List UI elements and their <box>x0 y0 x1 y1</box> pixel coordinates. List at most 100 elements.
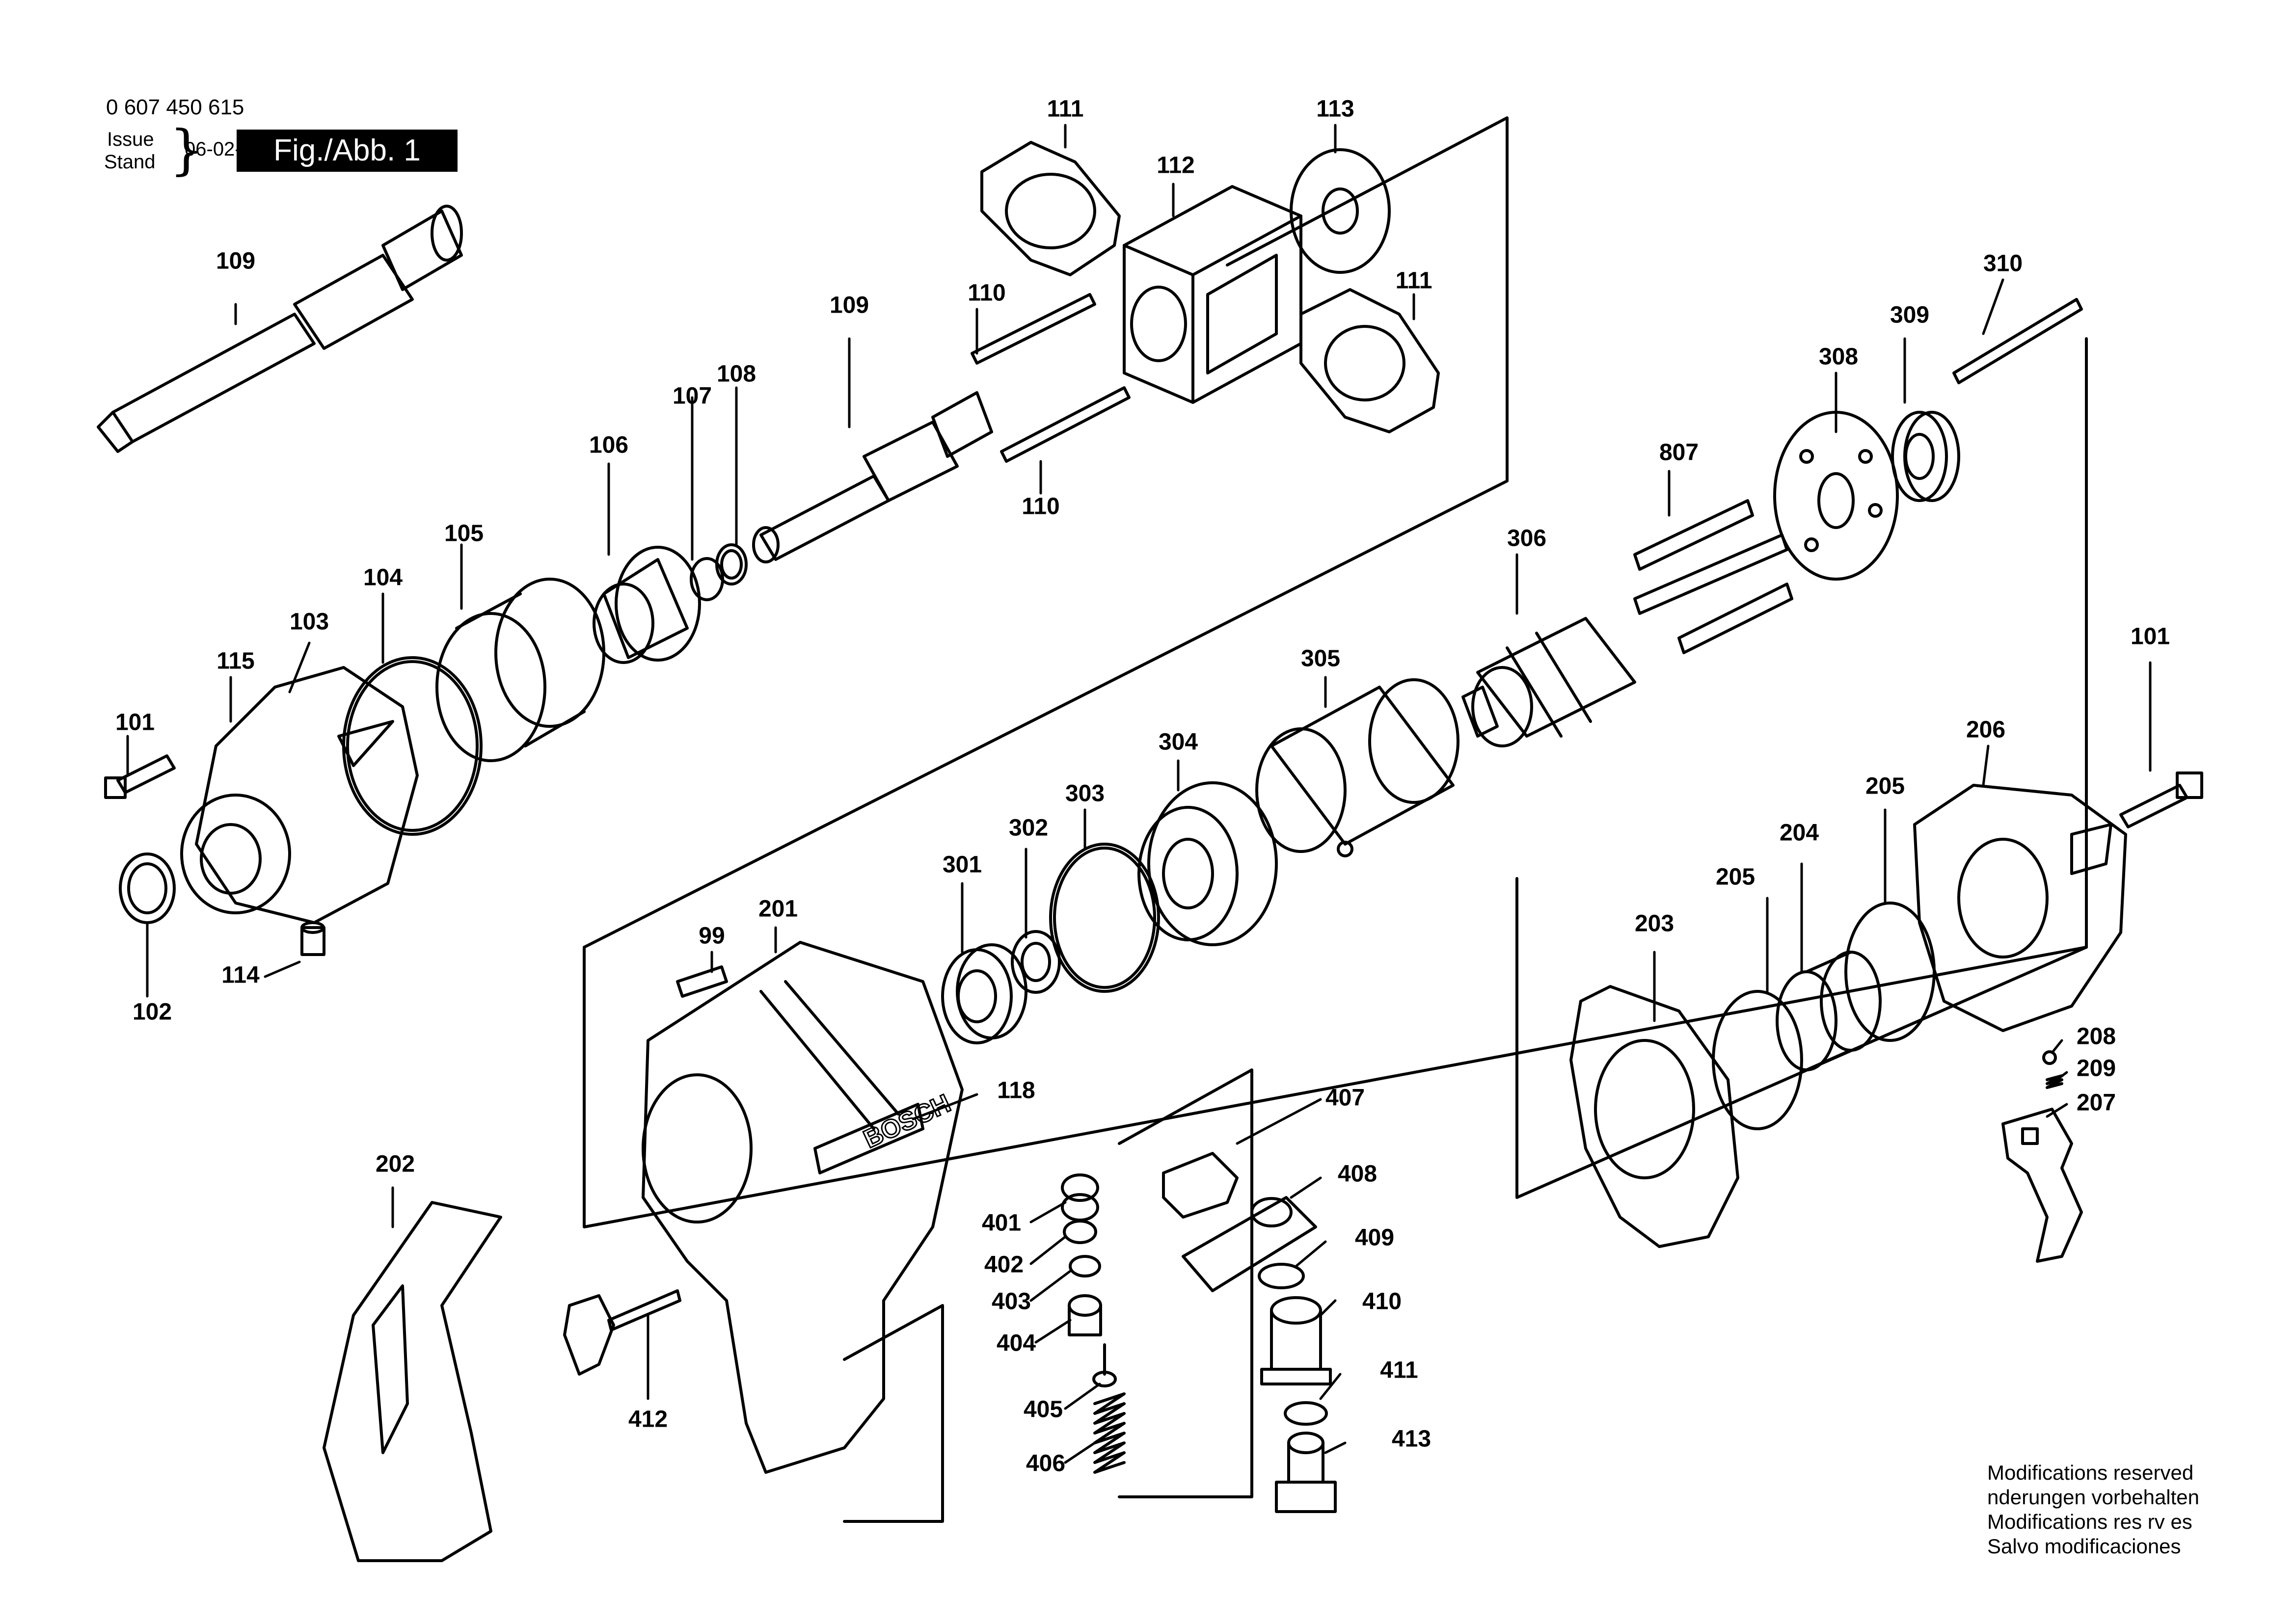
frame-upper-right <box>583 116 1509 949</box>
part-label: 115 <box>216 648 254 674</box>
screw-101-right <box>2119 772 2203 828</box>
leader-lines <box>126 124 2152 1464</box>
frame-valve-left <box>843 1304 944 1523</box>
exhaust-plate-408 <box>1182 1196 1317 1292</box>
washer-403 <box>1069 1255 1101 1277</box>
part-label: 411 <box>1380 1357 1418 1384</box>
washer-302 <box>1011 930 1061 994</box>
part-label: 101 <box>115 710 155 736</box>
part-label: 204 <box>1780 820 1819 846</box>
part-label: 110 <box>1022 494 1059 520</box>
part-label: 201 <box>758 896 798 922</box>
front-end-plate-304 <box>1137 781 1278 946</box>
part-label: 114 <box>221 962 260 988</box>
o-ring-205-left <box>1712 990 1803 1130</box>
o-ring-303 <box>1049 843 1160 993</box>
reverse-valve-204 <box>1776 951 1882 1071</box>
rear-end-plate-308 <box>1773 411 1899 581</box>
hammer-pin-lower <box>1000 386 1131 463</box>
part-label: 101 <box>2131 624 2170 650</box>
part-label: 205 <box>1716 864 1755 890</box>
label-plate-99 <box>676 965 728 998</box>
figure-label: Fig./Abb. 1 <box>237 130 458 172</box>
issue-label: Issue <box>107 129 154 150</box>
part-label: 205 <box>1865 773 1905 799</box>
spring-406 <box>1093 1392 1126 1474</box>
motor-pin-310 <box>1952 298 2083 384</box>
document-number: 0 607 450 615 <box>106 95 244 119</box>
rotor-306 <box>1461 617 1636 747</box>
notice-line: Modifications res rv es <box>1987 1510 2192 1533</box>
frame-motor <box>583 337 2088 1228</box>
part-label: 109 <box>216 248 255 274</box>
notice-line: Modifications reserved <box>1987 1461 2194 1484</box>
brace-glyph: } <box>169 118 204 181</box>
part-label: 113 <box>1316 96 1354 122</box>
part-label: 207 <box>2077 1090 2116 1116</box>
part-label: 306 <box>1507 526 1546 552</box>
part-label: 303 <box>1065 781 1105 807</box>
rotor-vanes-807 <box>1633 499 1793 654</box>
part-label: 301 <box>943 852 982 878</box>
notice-line: Salvo modificaciones <box>1987 1535 2181 1558</box>
thrust-washer <box>1290 148 1391 274</box>
valve-seat-401 <box>1061 1173 1099 1222</box>
part-label: 108 <box>717 361 756 387</box>
trigger-412 <box>563 1289 681 1376</box>
seal-102 <box>119 852 176 924</box>
frame-end-cap <box>1515 877 2088 1199</box>
o-ring-409 <box>1258 1263 1305 1289</box>
part-label: 410 <box>1362 1289 1402 1315</box>
part-label: 309 <box>1890 302 1929 328</box>
reverse-lever-207 <box>2001 1108 2083 1263</box>
handle-grip-202 <box>323 1201 502 1562</box>
motor-housing-201 <box>642 941 964 1474</box>
part-label: 402 <box>984 1252 1024 1278</box>
part-label: 202 <box>376 1151 415 1177</box>
o-ring-402 <box>1063 1220 1097 1244</box>
part-label: 107 <box>673 383 712 409</box>
deflector-407 <box>1162 1152 1239 1219</box>
cylinder-305 <box>1255 678 1459 857</box>
hammer-cage-block <box>1123 185 1302 404</box>
part-label: 208 <box>2077 1024 2116 1050</box>
frame-valve-right <box>1118 1068 1253 1498</box>
ball-208 <box>2042 1050 2057 1065</box>
end-cap-206 <box>1913 784 2127 1032</box>
part-label: 104 <box>363 565 403 591</box>
part-label: 203 <box>1635 911 1674 937</box>
part-label: 405 <box>1024 1397 1063 1423</box>
part-label: 304 <box>1159 729 1198 755</box>
spindle-anvil-upper <box>97 205 463 453</box>
part-label: 413 <box>1392 1426 1431 1452</box>
part-label: 111 <box>1396 268 1432 294</box>
bushing-106 <box>593 546 701 664</box>
stand-label: Stand <box>104 151 156 173</box>
rear-bearing-309 <box>1891 411 1960 502</box>
screw-101-left <box>104 754 176 799</box>
part-label: 106 <box>589 432 628 458</box>
part-label: 111 <box>1047 96 1084 122</box>
part-label: 407 <box>1325 1085 1365 1111</box>
spindle-anvil-middle <box>752 391 993 563</box>
gasket-203 <box>1569 985 1739 1248</box>
part-label: 109 <box>830 293 869 319</box>
valve-stem-405 <box>1092 1343 1117 1387</box>
front-bearing-301 <box>941 943 1027 1044</box>
part-label: 412 <box>628 1407 668 1433</box>
part-label: 112 <box>1157 153 1194 179</box>
inlet-fitting-410 <box>1260 1296 1332 1385</box>
part-label: 401 <box>982 1210 1021 1236</box>
part-label: 406 <box>1026 1451 1065 1477</box>
hammer-cage-lower <box>1299 288 1440 433</box>
part-label: 305 <box>1301 646 1340 672</box>
part-label: 103 <box>290 609 329 635</box>
housing-brand: BOSCH <box>860 1089 955 1154</box>
ring-107 <box>690 557 724 601</box>
modification-notice: Modifications reserved nderungen vorbeha… <box>1987 1461 2199 1559</box>
front-housing-103 <box>180 666 419 924</box>
part-label: 110 <box>968 280 1005 306</box>
part-label: 102 <box>133 999 172 1025</box>
hammer-cage-upper <box>980 141 1121 276</box>
plug-114 <box>300 921 325 956</box>
